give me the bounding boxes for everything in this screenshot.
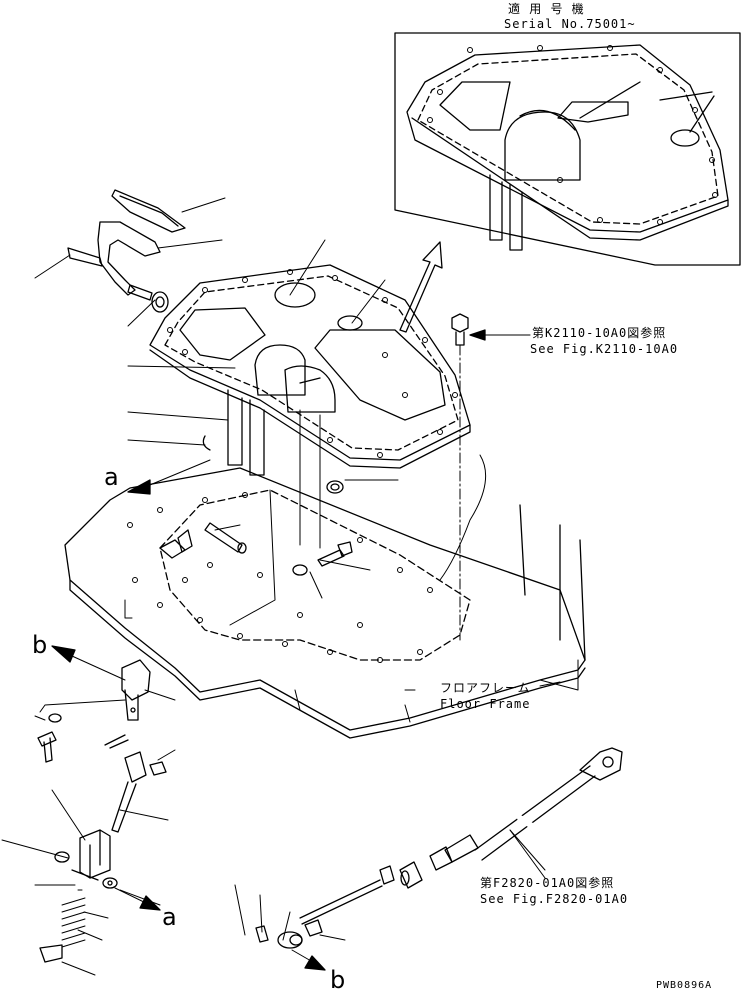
inset-box bbox=[394, 32, 741, 266]
pedal-lever bbox=[67, 221, 161, 301]
rod-end-left bbox=[255, 919, 323, 949]
control-cable bbox=[474, 765, 596, 861]
bushing bbox=[151, 291, 169, 313]
inset-serial-label: Serial No.75001~ bbox=[504, 17, 636, 31]
stopper-nut bbox=[326, 480, 344, 494]
rod-end-right bbox=[579, 747, 623, 781]
leader-lines-lower bbox=[1, 689, 176, 976]
marker-a-upper: a bbox=[104, 463, 119, 491]
clevis-pin bbox=[37, 731, 57, 763]
floor-frame bbox=[64, 409, 586, 739]
threaded-rod bbox=[299, 879, 383, 925]
side-bolt bbox=[149, 761, 167, 776]
ref-bolt-k2110 bbox=[451, 313, 531, 641]
floor-frame-holes bbox=[127, 492, 433, 663]
marker-b-upper: b bbox=[32, 631, 48, 659]
turnbuckle bbox=[399, 861, 423, 889]
inset-model-label-jp: 適 用 号 機 bbox=[508, 2, 585, 16]
lock-nut bbox=[379, 865, 395, 885]
arrow-b-upper bbox=[51, 645, 126, 681]
arrow-a-upper bbox=[127, 459, 211, 495]
inset-bolt-holes bbox=[427, 45, 718, 225]
spring bbox=[61, 889, 86, 948]
lower-clevis bbox=[111, 751, 147, 833]
leader-lines-rod bbox=[234, 829, 546, 941]
washer-left bbox=[48, 713, 62, 723]
drawing-number: PWB0896A bbox=[656, 980, 713, 991]
split-pin bbox=[104, 734, 129, 749]
inset-arrow bbox=[399, 241, 443, 333]
cable-fitting bbox=[429, 834, 479, 871]
cover-support-brackets bbox=[202, 389, 265, 476]
floor-nut bbox=[292, 564, 308, 576]
f2820-ref-en: See Fig.F2820-01A0 bbox=[480, 892, 629, 906]
upper-clevis bbox=[121, 659, 151, 721]
bracket-assembly bbox=[71, 829, 111, 881]
f2820-ref-jp: 第F2820-01A0図参照 bbox=[480, 876, 615, 890]
arrow-b-lower bbox=[291, 949, 326, 971]
spring-seat bbox=[39, 944, 63, 963]
floor-bolt bbox=[317, 541, 353, 567]
marker-b-lower: b bbox=[330, 966, 346, 994]
f2820-leader bbox=[509, 829, 546, 879]
washers-bottom bbox=[54, 851, 118, 889]
marker-a-lower: a bbox=[162, 903, 177, 931]
arrow-a-lower bbox=[114, 887, 161, 911]
inset-cover-plate bbox=[406, 44, 729, 251]
cover-bolt-holes bbox=[167, 269, 458, 458]
pin-rod bbox=[177, 522, 247, 554]
floor-frame-label-jp: フロアフレーム bbox=[440, 681, 531, 695]
k2110-ref-jp: 第K2110-10A0図参照 bbox=[532, 326, 667, 340]
floor-frame-label-en: Floor Frame bbox=[440, 697, 531, 711]
k2110-ref-en: See Fig.K2110-10A0 bbox=[530, 342, 679, 356]
grip-plate bbox=[111, 189, 186, 233]
leader-lines-upper bbox=[34, 197, 399, 599]
main-cover-plate bbox=[149, 264, 471, 469]
floor-frame-leader bbox=[404, 681, 561, 691]
